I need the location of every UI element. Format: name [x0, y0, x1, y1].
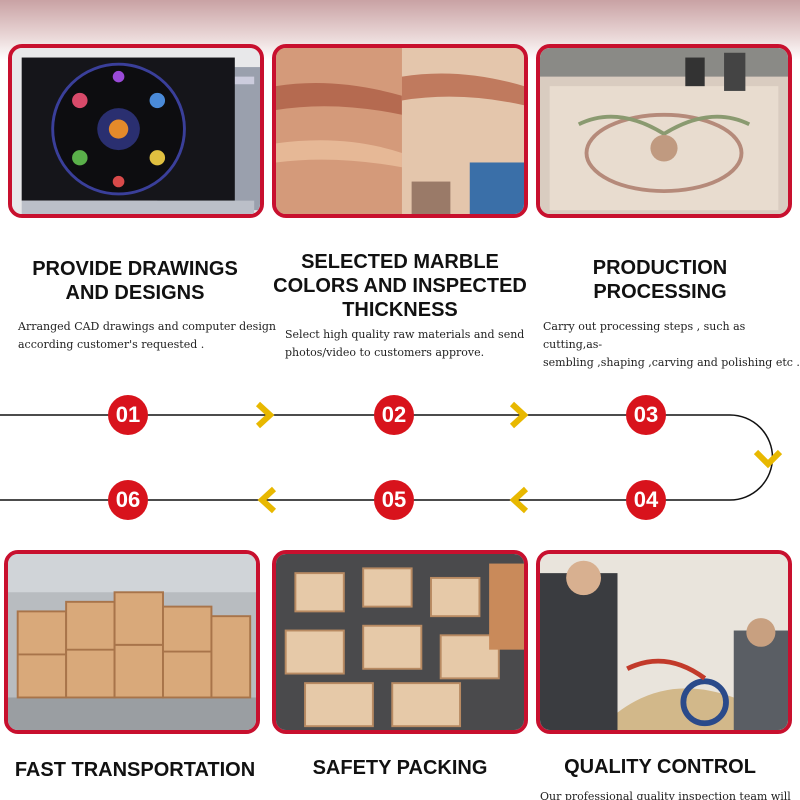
- step-number-02: 02: [374, 395, 414, 435]
- photo-marble-slabs: [272, 44, 528, 218]
- step-01-description: Arranged CAD drawings and computer desig…: [18, 320, 276, 351]
- step-06-title: FAST TRANSPORTATION: [14, 759, 256, 781]
- step-number-06: 06: [108, 480, 148, 520]
- step-04-description: Our professional quality inspection team…: [540, 790, 791, 800]
- step-01-title: PROVIDE DRAWINGS AND DESIGNS: [32, 258, 238, 304]
- process-flow-line: [0, 401, 783, 514]
- step-03-description: Carry out processing steps , such as cut…: [543, 320, 800, 369]
- step-02-title: SELECTED MARBLE COLORS AND INSPECTED THI…: [273, 251, 527, 321]
- step-04-title: QUALITY CONTROL: [564, 756, 756, 778]
- photo-warehouse-crates: [4, 550, 260, 734]
- photo-safety-packing: [272, 550, 528, 734]
- step-number-01: 01: [108, 395, 148, 435]
- chevron-down-icon: [753, 449, 783, 469]
- chevron-left-icon: [257, 486, 277, 514]
- step-03-title: PRODUCTION PROCESSING: [592, 257, 728, 303]
- step-number-04: 04: [626, 480, 666, 520]
- photo-quality-control: [536, 550, 792, 734]
- chevron-right-icon: [255, 401, 275, 429]
- step-05-title: SAFETY PACKING: [312, 757, 488, 779]
- chevron-left-icon: [509, 486, 529, 514]
- chevron-right-icon: [509, 401, 529, 429]
- photo-production-floor: [536, 44, 792, 218]
- step-number-03: 03: [626, 395, 666, 435]
- step-02-description: Select high quality raw materials and se…: [285, 328, 525, 359]
- photo-cad-design: [8, 44, 264, 218]
- step-number-05: 05: [374, 480, 414, 520]
